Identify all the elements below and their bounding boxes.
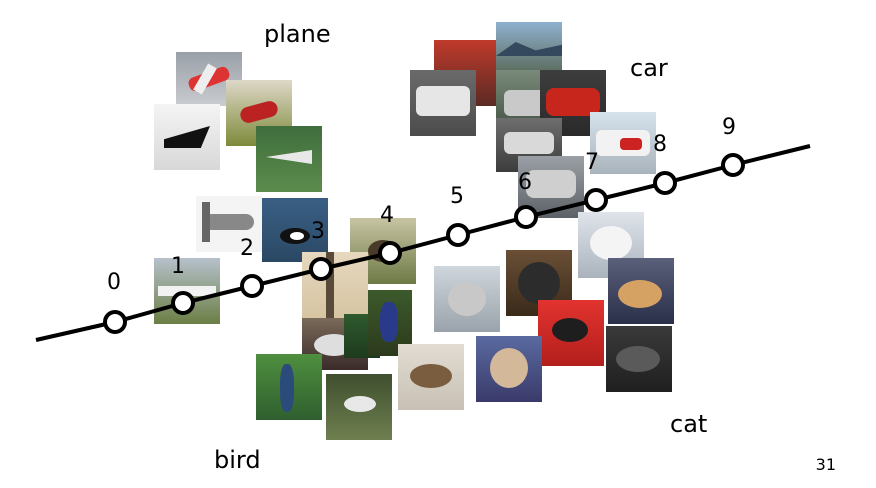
cat-image-3 <box>434 266 500 332</box>
point-8-label: 8 <box>653 132 667 157</box>
category-cat-label: cat <box>670 410 708 438</box>
point-1-marker <box>171 291 195 315</box>
car-image-3 <box>410 70 476 136</box>
bird-image-8 <box>398 344 464 410</box>
cat-image-7 <box>606 326 672 392</box>
point-3-marker <box>309 257 333 281</box>
interpolation-line <box>35 144 811 342</box>
point-7-marker <box>584 188 608 212</box>
bird-on-water-image <box>262 198 328 262</box>
point-2-label: 2 <box>240 236 254 261</box>
bird-image-6 <box>256 354 322 420</box>
point-9-marker <box>721 153 745 177</box>
cat-image-6 <box>476 336 542 402</box>
category-bird-label: bird <box>214 446 261 474</box>
point-3-label: 3 <box>311 219 325 244</box>
point-0-label: 0 <box>107 270 121 295</box>
cat-image-1 <box>578 212 644 278</box>
page-number: 31 <box>815 455 836 474</box>
point-6-marker <box>514 205 538 229</box>
point-8-marker <box>653 171 677 195</box>
point-1-label: 1 <box>171 254 185 279</box>
point-9-label: 9 <box>722 115 736 140</box>
point-2-marker <box>240 274 264 298</box>
point-7-label: 7 <box>585 150 599 175</box>
car-image-7 <box>590 112 656 174</box>
car-image-8 <box>518 156 584 218</box>
point-6-label: 6 <box>518 170 532 195</box>
category-car-label: car <box>630 54 668 82</box>
category-plane-label: plane <box>264 20 331 48</box>
point-4-label: 4 <box>380 203 394 228</box>
plane-image-5 <box>196 196 262 252</box>
point-5-label: 5 <box>450 184 464 209</box>
point-5-marker <box>446 223 470 247</box>
bird-image-7 <box>326 374 392 440</box>
car-image-2 <box>496 22 562 74</box>
plane-image-3 <box>154 104 220 170</box>
cat-image-4 <box>608 258 674 324</box>
bird-image-2 <box>302 252 368 318</box>
point-4-marker <box>378 241 402 265</box>
cat-image-5 <box>538 300 604 366</box>
plane-image-4 <box>256 126 322 192</box>
point-0-marker <box>103 310 127 334</box>
